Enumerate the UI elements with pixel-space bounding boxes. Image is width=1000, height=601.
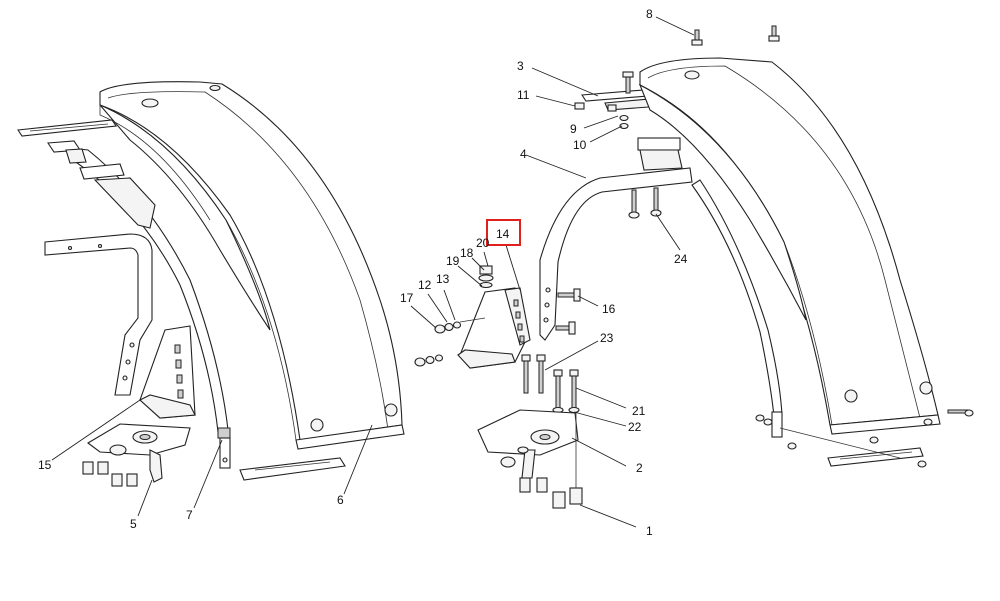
part-7-stay: [69, 147, 231, 469]
callout-20[interactable]: 20: [476, 236, 490, 250]
part-5-base-left: [87, 423, 191, 483]
callout-10[interactable]: 10: [573, 138, 587, 152]
left-top-brackets: [17, 119, 156, 229]
left-lower-strip: [239, 457, 346, 481]
part-1-bushings: [519, 412, 583, 509]
callout-12[interactable]: 12: [418, 278, 432, 292]
parts-21-23-bolts: [521, 354, 580, 414]
part-16-bolts: [555, 288, 581, 335]
part-15-mount: [139, 325, 196, 419]
callout-labels: 1 2 3 4 5 6 7 8 9 10 11 12 13 14 15 16 1…: [38, 7, 688, 538]
callout-9[interactable]: 9: [570, 122, 577, 136]
right-fender: [638, 57, 941, 435]
parts-18-20-stack: [478, 265, 494, 289]
callout-3[interactable]: 3: [517, 59, 524, 73]
highlight-box-14: [486, 219, 521, 246]
callout-19[interactable]: 19: [446, 254, 460, 268]
callout-8[interactable]: 8: [646, 7, 653, 21]
left-bushings: [82, 461, 138, 487]
part-2-base-center: [477, 409, 579, 479]
part-14-bracket: [457, 287, 531, 369]
right-lower-hardware: [755, 409, 974, 468]
part-24-bolts: [628, 187, 662, 219]
center-small-nuts: [574, 102, 629, 130]
callout-4[interactable]: 4: [520, 147, 527, 161]
callout-13[interactable]: 13: [436, 272, 450, 286]
callout-2[interactable]: 2: [636, 461, 643, 475]
callout-22[interactable]: 22: [628, 420, 642, 434]
callout-21[interactable]: 21: [632, 404, 646, 418]
callout-23[interactable]: 23: [600, 331, 614, 345]
callout-11[interactable]: 11: [517, 88, 530, 102]
leader-lines: [51, 16, 695, 528]
part-4-arm: [539, 137, 693, 341]
callout-24[interactable]: 24: [674, 252, 688, 266]
callout-5[interactable]: 5: [130, 517, 137, 531]
right-inner-strip: [691, 179, 783, 438]
part-8-bolts: [691, 25, 780, 46]
callout-18[interactable]: 18: [460, 246, 474, 260]
left-arm-bracket: [44, 233, 153, 396]
callout-14[interactable]: 14: [496, 227, 510, 241]
parts-12-13-17-nuts: [414, 317, 486, 367]
callout-16[interactable]: 16: [602, 302, 616, 316]
callout-1[interactable]: 1: [646, 524, 653, 538]
callout-15[interactable]: 15: [38, 458, 52, 472]
left-fender: [99, 81, 405, 450]
callout-6[interactable]: 6: [337, 493, 344, 507]
callout-7[interactable]: 7: [186, 508, 193, 522]
callout-17[interactable]: 17: [400, 291, 414, 305]
